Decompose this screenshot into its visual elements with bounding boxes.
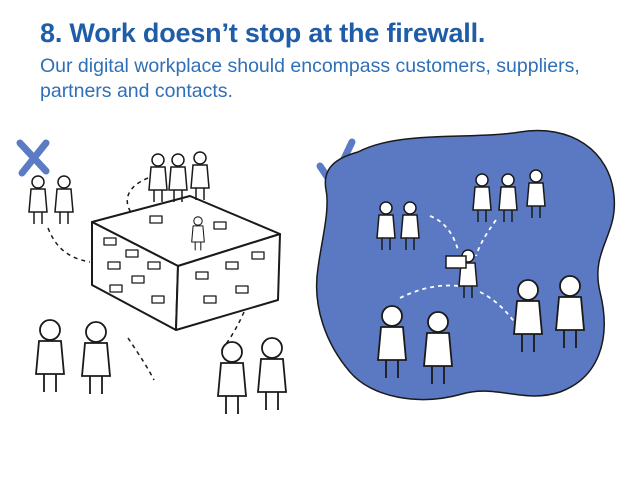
firewall-box (91, 195, 281, 331)
slide-subtitle: Our digital workplace should encompass c… (40, 55, 580, 102)
outside-group-left (28, 175, 74, 225)
worker-with-laptop (445, 249, 478, 299)
outside-group-bottom-right (217, 337, 287, 415)
cross-mark-icon (16, 139, 50, 177)
left-panel (16, 139, 287, 415)
slide-title: 8. Work doesn’t stop at the firewall. (40, 18, 486, 48)
right-panel (315, 129, 616, 401)
outside-group-top (148, 151, 210, 203)
outside-group-bottom-left (35, 319, 111, 395)
